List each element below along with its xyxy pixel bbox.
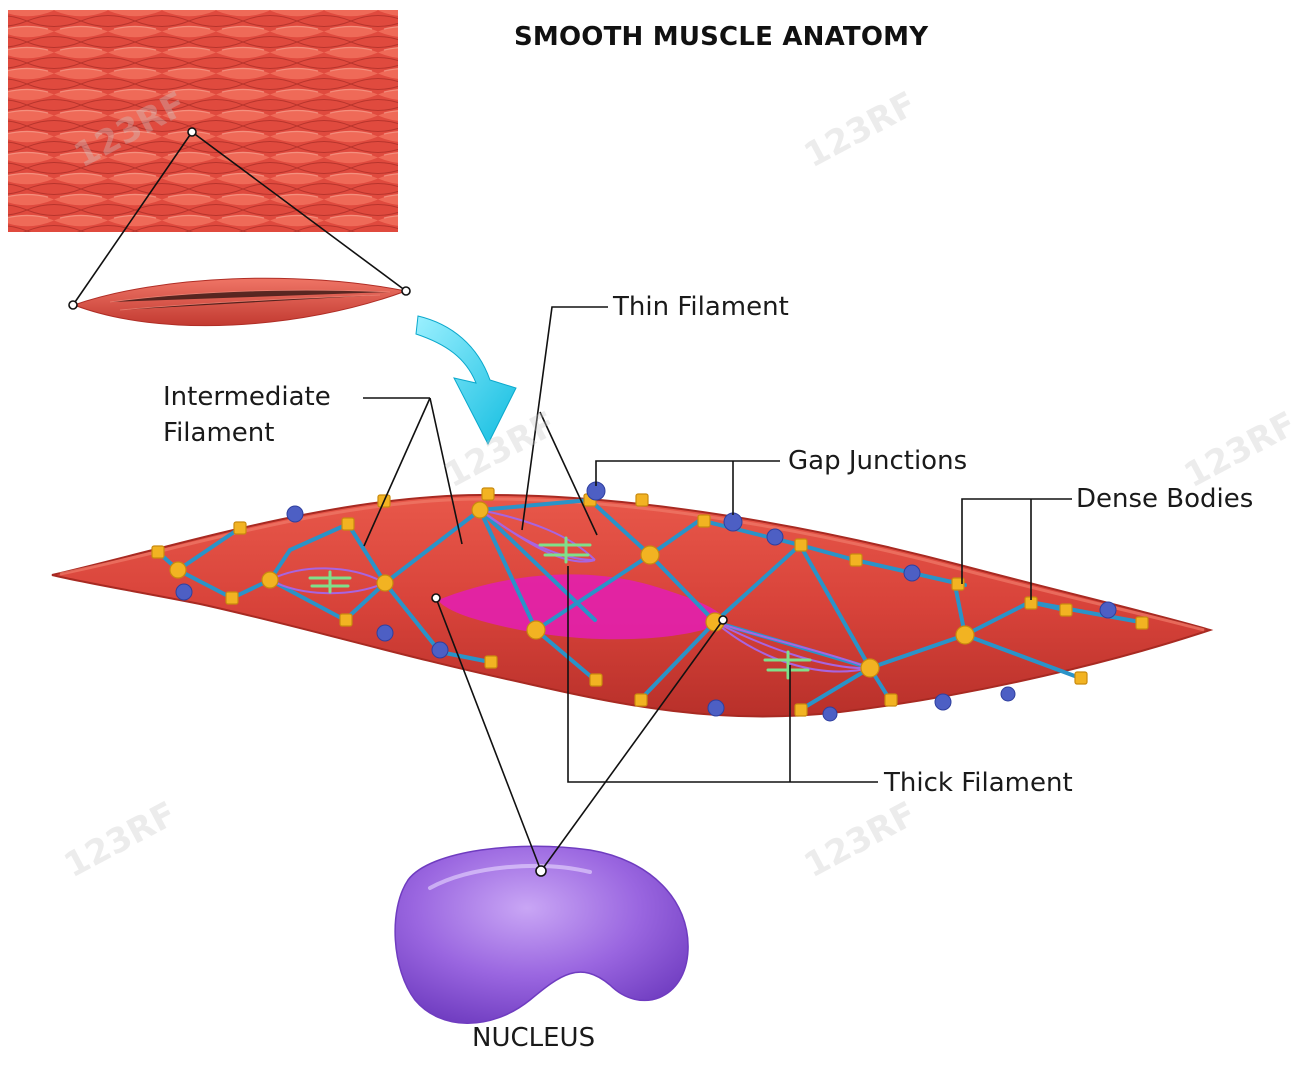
magnify-arrow — [415, 315, 517, 446]
thin-filaments — [269, 509, 871, 673]
label-thin-filament: Thin Filament — [613, 292, 789, 322]
nucleus-highlight — [428, 863, 592, 890]
fiber-striations — [109, 289, 391, 311]
label-thick-filament: Thick Filament — [884, 768, 1073, 798]
leader-lines — [72, 131, 1072, 872]
label-intermediate-filament-line1: Intermediate — [163, 382, 331, 412]
muscle-tissue-block — [8, 10, 398, 232]
leader-endpoints — [68, 127, 728, 877]
label-intermediate-filament-line2: Filament — [163, 418, 275, 448]
gap-junctions — [175, 481, 1117, 722]
label-dense-bodies: Dense Bodies — [1076, 484, 1254, 514]
page-title: SMOOTH MUSCLE ANATOMY — [514, 22, 929, 52]
label-nucleus: NUCLEUS — [472, 1023, 596, 1053]
thick-filaments — [308, 536, 812, 680]
nucleus-shape — [394, 845, 689, 1024]
label-gap-junctions: Gap Junctions — [788, 446, 968, 476]
cell-membrane-highlight — [59, 497, 1205, 632]
dense-bodies — [151, 487, 1149, 717]
